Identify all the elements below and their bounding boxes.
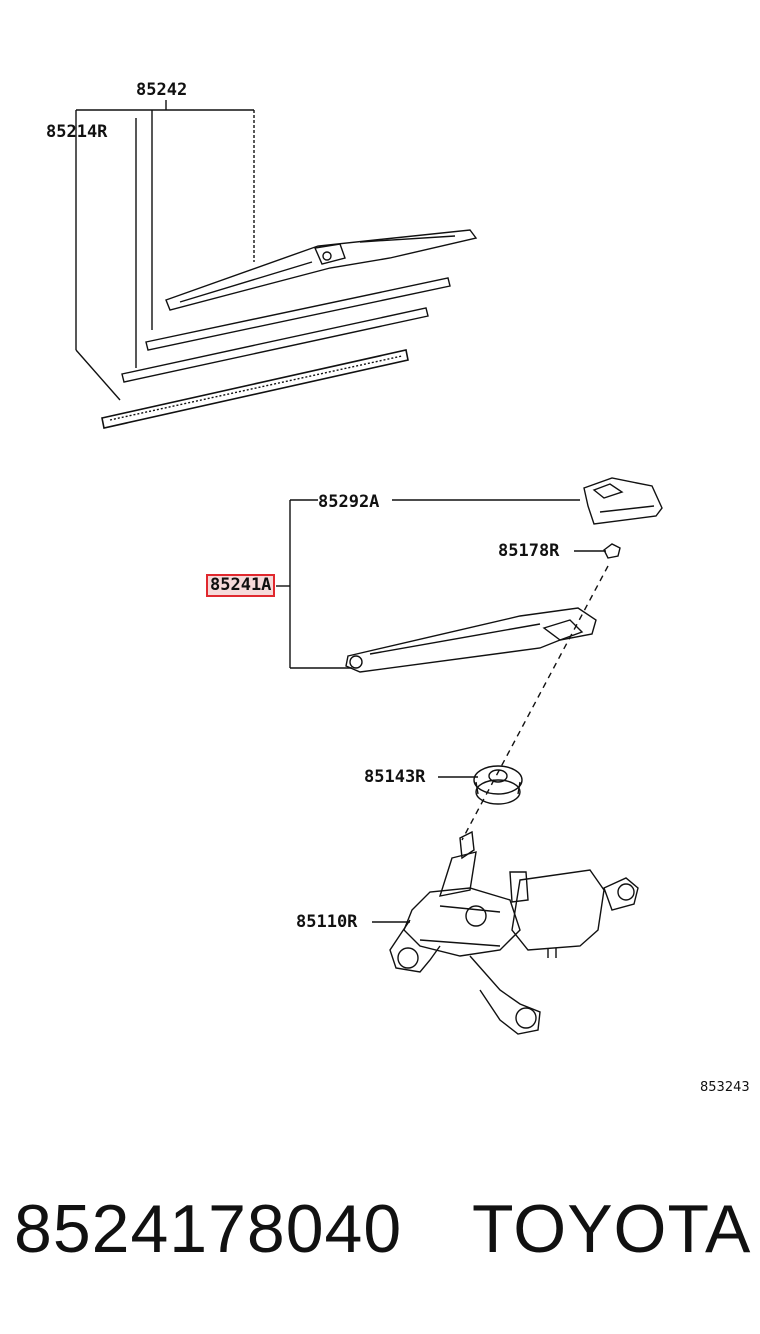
callout-85292a[interactable]: 85292A xyxy=(318,492,380,512)
callout-85214r[interactable]: 85214R xyxy=(46,122,108,142)
diagram-code: 853243 xyxy=(700,1080,750,1095)
part-number: 8524178040 xyxy=(14,1191,403,1267)
callout-85241a-highlighted[interactable]: 85241A xyxy=(206,574,276,597)
callout-85242[interactable]: 85242 xyxy=(136,80,188,100)
callout-85178r[interactable]: 85178R xyxy=(498,541,560,561)
callout-85143r[interactable]: 85143R xyxy=(364,767,426,787)
brand-name: TOYOTA xyxy=(472,1191,752,1267)
callout-85110r[interactable]: 85110R xyxy=(296,912,358,932)
